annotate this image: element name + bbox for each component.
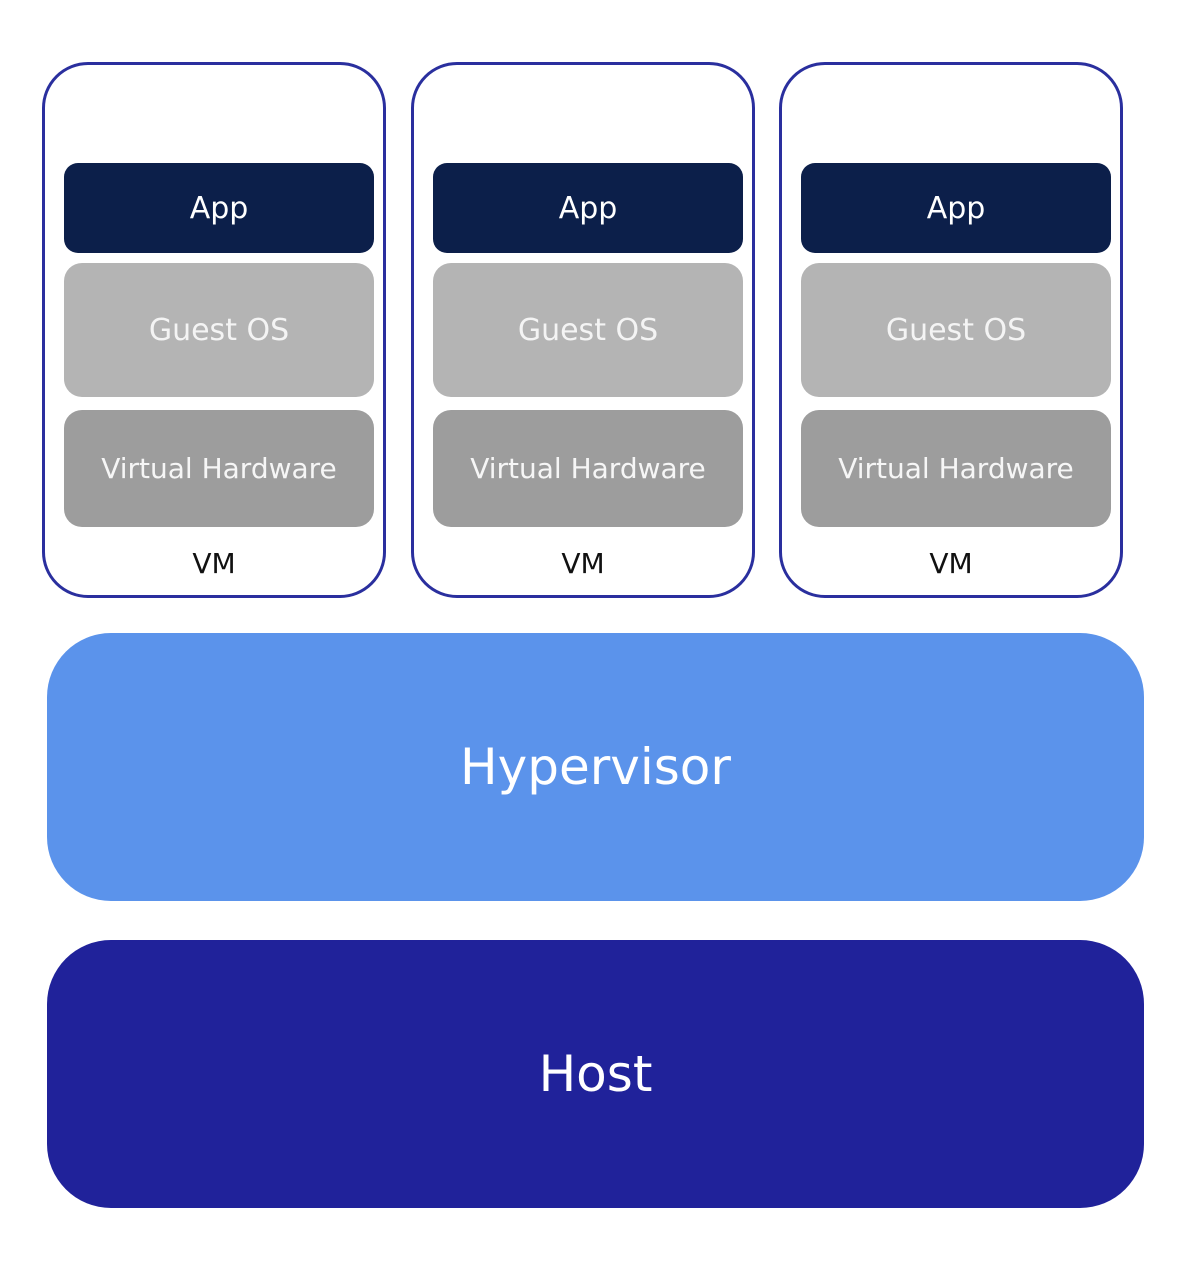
host-layer: Host (47, 940, 1144, 1208)
app-layer: App (64, 163, 374, 253)
vm-box-1: App Guest OS Virtual Hardware VM (42, 62, 386, 598)
guest-os-layer: Guest OS (64, 263, 374, 397)
vm-box-3: App Guest OS Virtual Hardware VM (779, 62, 1123, 598)
hypervisor-label: Hypervisor (460, 738, 731, 796)
guest-os-layer-label: Guest OS (148, 312, 290, 348)
guest-os-layer: Guest OS (433, 263, 743, 397)
hypervisor-layer: Hypervisor (47, 633, 1144, 901)
vm-label: VM (561, 547, 605, 580)
virtual-hardware-layer-label: Virtual Hardware (101, 452, 337, 485)
guest-os-layer-label: Guest OS (885, 312, 1027, 348)
vm-label: VM (929, 547, 973, 580)
guest-os-layer-label: Guest OS (517, 312, 659, 348)
vm-box-2: App Guest OS Virtual Hardware VM (411, 62, 755, 598)
app-layer: App (433, 163, 743, 253)
guest-os-layer: Guest OS (801, 263, 1111, 397)
vm-label: VM (192, 547, 236, 580)
virtual-hardware-layer: Virtual Hardware (801, 410, 1111, 527)
app-layer-label: App (926, 190, 986, 226)
virtual-hardware-layer: Virtual Hardware (64, 410, 374, 527)
virtual-hardware-layer-label: Virtual Hardware (838, 452, 1074, 485)
app-layer-label: App (189, 190, 249, 226)
app-layer-label: App (558, 190, 618, 226)
app-layer: App (801, 163, 1111, 253)
virtual-hardware-layer-label: Virtual Hardware (470, 452, 706, 485)
host-label: Host (538, 1045, 653, 1103)
virtual-hardware-layer: Virtual Hardware (433, 410, 743, 527)
